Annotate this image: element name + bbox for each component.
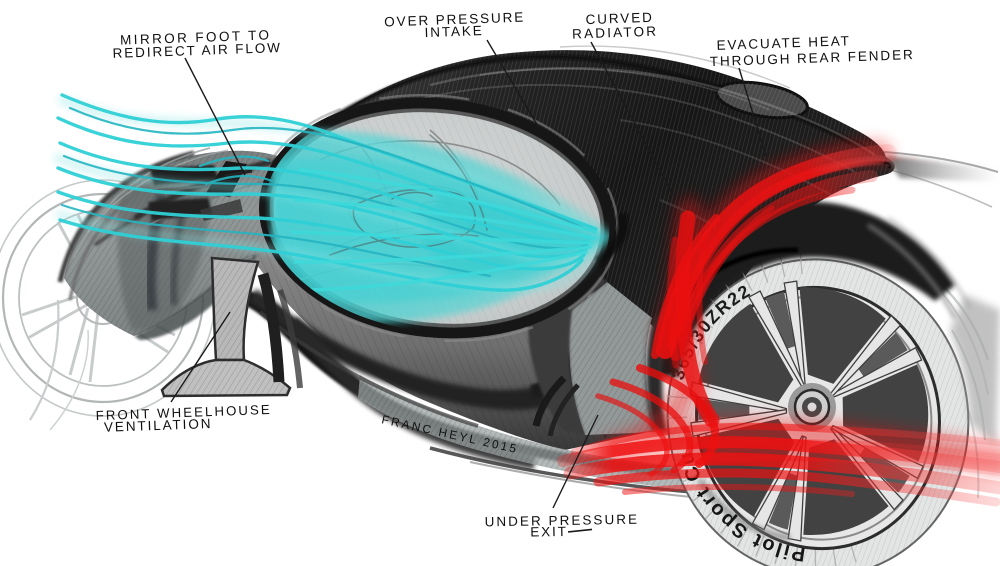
svg-text:UNDER PRESSURE: UNDER PRESSURE bbox=[485, 512, 640, 530]
svg-text:FRONT WHEELHOUSE: FRONT WHEELHOUSE bbox=[95, 402, 272, 423]
svg-text:MIRROR FOOT TO: MIRROR FOOT TO bbox=[120, 27, 272, 47]
svg-text:REDIRECT AIR FLOW: REDIRECT AIR FLOW bbox=[112, 40, 282, 61]
svg-text:CURVED: CURVED bbox=[585, 10, 654, 27]
svg-text:THROUGH REAR FENDER: THROUGH REAR FENDER bbox=[710, 47, 915, 69]
svg-text:EVACUATE HEAT: EVACUATE HEAT bbox=[716, 33, 851, 53]
svg-text:OVER PRESSURE: OVER PRESSURE bbox=[384, 10, 525, 30]
svg-text:RADIATOR: RADIATOR bbox=[572, 24, 659, 42]
svg-text:INTAKE: INTAKE bbox=[424, 23, 484, 40]
svg-text:VENTILATION: VENTILATION bbox=[104, 416, 213, 435]
svg-text:EXIT: EXIT bbox=[530, 524, 568, 540]
